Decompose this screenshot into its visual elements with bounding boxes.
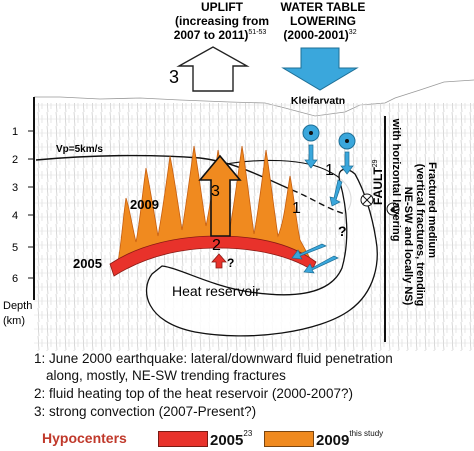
water-period-text: (2000-2001): [283, 28, 348, 42]
fracture-line-3: NE-SW and locally NS): [402, 187, 414, 306]
uplift-title: UPLIFT: [201, 0, 244, 14]
depth-label: Depth: [3, 300, 32, 312]
depth-tick: 4: [12, 210, 18, 222]
legend-item-1: 1: June 2000 earthquake: lateral/downwar…: [34, 351, 393, 366]
uplift-years: 2007 to 2011): [174, 28, 249, 42]
year-2005-label: 2005: [73, 256, 102, 271]
fault-out-of-page-dot: [391, 207, 395, 211]
fault-label: FAULT29: [371, 159, 385, 205]
vp-label: Vp=5km/s: [56, 144, 103, 155]
fluid-arrow-down-2: [340, 151, 354, 175]
fault-ref: 29: [372, 159, 379, 167]
swatch-2009: [264, 431, 314, 447]
fluid-marker-dot: [345, 139, 349, 143]
water-title-1: WATER TABLE: [281, 0, 366, 14]
swatch-2005: [158, 431, 208, 447]
legend-2005-ref: 23: [243, 429, 253, 438]
water-ref: 32: [349, 29, 357, 36]
fluid-arrow-lateral-1: [291, 243, 327, 260]
marker-1: 1: [325, 162, 334, 179]
fluid-arrow-down-1: [304, 144, 318, 169]
fracture-line-2: (vertical fractures, trending: [414, 164, 426, 306]
legend-2009: 2009this study: [316, 429, 383, 449]
fluid-marker-dot: [309, 131, 313, 135]
uplift-ref: 51-53: [248, 29, 266, 36]
legend-2005-text: 2005: [210, 432, 244, 449]
convection-arrow-3: [198, 154, 242, 237]
heating-arrow: [211, 253, 227, 269]
depth-unit: (km): [3, 315, 25, 327]
depth-tick: 3: [12, 182, 18, 194]
uplift-line1: (increasing from: [175, 14, 269, 28]
legend-item-1-cont: along, mostly, NE-SW trending fractures: [46, 368, 286, 383]
question-2: ?: [227, 256, 234, 270]
heat-reservoir-outline: [145, 168, 378, 337]
fluid-penetration-arrows: [291, 144, 354, 274]
water-lowering-arrow: [281, 47, 359, 91]
legend-2009-text: 2009: [316, 432, 350, 449]
vp-line-dashed: [291, 189, 346, 215]
uplift-line2: 2007 to 2011)51-53: [174, 28, 267, 42]
fluid-arrow-lateral-2: [303, 255, 339, 274]
legend-item-3: 3: strong convection (2007-Present?): [34, 404, 257, 419]
marker-1-fault: 1: [292, 200, 301, 217]
fracture-description: Fractured medium (vertical fractures, tr…: [390, 118, 438, 307]
year-2009-label: 2009: [130, 197, 159, 212]
fracture-line-4: with horizontal layering: [390, 118, 402, 242]
depth-tick: 1: [12, 126, 18, 138]
question-1: ?: [338, 223, 347, 239]
heat-reservoir-label: Heat reservoir: [172, 283, 260, 299]
depth-axis: 1 2 3 4 5 6 Depth (km): [3, 126, 34, 327]
legend-2009-ref: this study: [349, 429, 384, 438]
hypocenters-title: Hypocenters: [42, 430, 127, 446]
water-period: (2000-2001)32: [283, 28, 356, 42]
legend-2005: 200523: [210, 429, 252, 449]
fault-label-text: FAULT: [371, 167, 385, 205]
cross-section-diagram: UPLIFT (increasing from 2007 to 2011)51-…: [3, 0, 474, 351]
fluid-arrow-down-3: [329, 179, 343, 207]
legend-item-2: 2: fluid heating top of the heat reservo…: [34, 386, 353, 401]
uplift-arrow-number: 3: [169, 67, 179, 87]
fracture-line-1: Fractured medium: [426, 162, 438, 258]
marker-2: 2: [212, 237, 221, 254]
depth-tick: 2: [12, 154, 18, 166]
depth-tick: 5: [12, 242, 18, 254]
uplift-arrow: [176, 46, 250, 92]
water-title-2: LOWERING: [290, 14, 356, 28]
hypocenters-legend: Hypocenters 200523 2009this study: [0, 425, 474, 451]
depth-tick: 6: [12, 273, 18, 285]
band-2005: [109, 235, 317, 277]
marker-3: 3: [211, 183, 220, 200]
fault-into-page-cross: [362, 195, 372, 205]
